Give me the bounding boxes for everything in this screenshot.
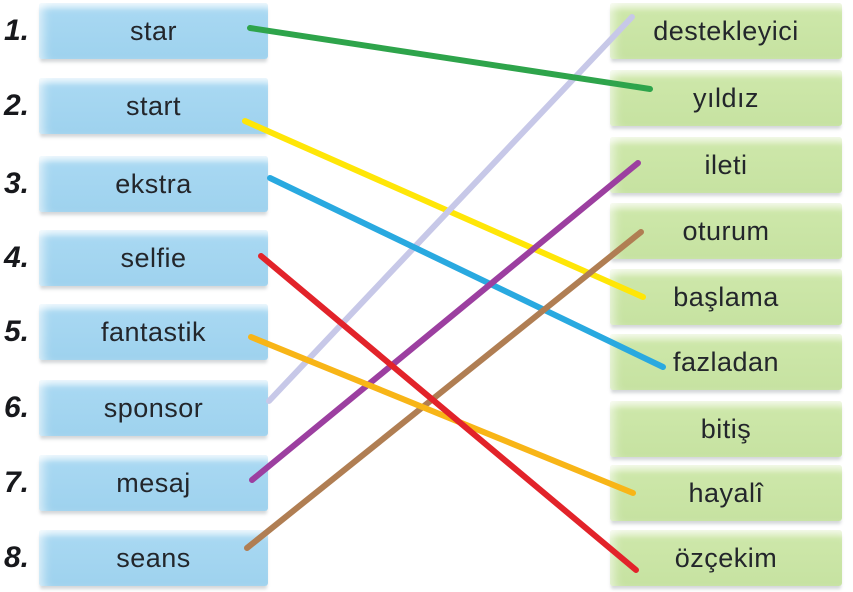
right-word-label: oturum: [682, 215, 770, 246]
right-row-2: yıldız: [610, 70, 842, 126]
left-box-ekstra[interactable]: ekstra: [39, 156, 268, 212]
right-box-ileti[interactable]: ileti: [610, 137, 842, 193]
right-row-3: ileti: [610, 137, 842, 193]
left-box-star[interactable]: star: [39, 3, 268, 59]
right-box-oturum[interactable]: oturum: [610, 203, 842, 259]
item-number-2: 2.: [4, 89, 30, 122]
right-row-5: başlama: [610, 269, 842, 325]
left-row-6: 6. sponsor: [0, 380, 268, 436]
left-word-label: sponsor: [103, 392, 204, 423]
right-row-6: fazladan: [610, 334, 842, 390]
left-word-label: fantastik: [100, 316, 207, 347]
left-row-7: 7. mesaj: [0, 455, 268, 511]
left-row-8: 8. seans: [0, 530, 268, 586]
item-number-6: 6.: [4, 391, 30, 424]
left-box-seans[interactable]: seans: [39, 530, 268, 586]
match-line-star-yildiz: [247, 25, 653, 92]
left-box-selfie[interactable]: selfie: [39, 230, 268, 286]
left-word-label: mesaj: [116, 467, 191, 498]
right-row-9: özçekim: [610, 530, 842, 586]
right-word-label: başlama: [673, 281, 779, 312]
right-word-label: destekleyici: [653, 15, 799, 46]
right-word-label: bitiş: [700, 413, 752, 444]
left-box-fantastik[interactable]: fantastik: [39, 304, 268, 360]
match-line-seans-oturum: [244, 229, 644, 551]
right-word-label: ileti: [704, 149, 748, 180]
right-box-destekleyici[interactable]: destekleyici: [610, 3, 842, 59]
match-line-ekstra-fazladan: [267, 175, 666, 370]
left-word-label: seans: [116, 542, 191, 573]
left-row-3: 3. ekstra: [0, 156, 268, 212]
left-row-2: 2. start: [0, 78, 268, 134]
left-row-1: 1. star: [0, 3, 268, 59]
right-row-8: hayalî: [610, 465, 842, 521]
left-row-5: 5. fantastik: [0, 304, 268, 360]
left-word-label: start: [125, 90, 181, 121]
left-box-start[interactable]: start: [39, 78, 268, 134]
right-box-yildiz[interactable]: yıldız: [610, 70, 842, 126]
match-line-start-baslama: [242, 118, 646, 300]
item-number-3: 3.: [4, 167, 30, 200]
right-box-fazladan[interactable]: fazladan: [610, 334, 842, 390]
left-word-label: selfie: [120, 242, 187, 273]
right-word-label: yıldız: [692, 82, 760, 113]
match-line-selfie-ozcekim: [258, 253, 639, 573]
right-row-4: oturum: [610, 203, 842, 259]
left-word-label: ekstra: [115, 168, 192, 199]
match-line-fantastik-hayali: [248, 334, 636, 496]
right-word-label: hayalî: [688, 477, 764, 508]
left-box-sponsor[interactable]: sponsor: [39, 380, 268, 436]
right-word-label: fazladan: [672, 346, 780, 377]
right-row-7: bitiş: [610, 401, 842, 457]
right-row-1: destekleyici: [610, 3, 842, 59]
right-box-baslama[interactable]: başlama: [610, 269, 842, 325]
right-box-ozcekim[interactable]: özçekim: [610, 530, 842, 586]
match-line-mesaj-ileti: [249, 160, 641, 483]
item-number-1: 1.: [4, 14, 30, 47]
right-box-bitis[interactable]: bitiş: [610, 401, 842, 457]
right-box-hayali[interactable]: hayalî: [610, 465, 842, 521]
item-number-5: 5.: [4, 315, 30, 348]
item-number-7: 7.: [4, 466, 30, 499]
item-number-8: 8.: [4, 541, 30, 574]
right-word-label: özçekim: [674, 542, 778, 573]
match-line-sponsor-destekleyici: [266, 14, 635, 404]
left-row-4: 4. selfie: [0, 230, 268, 286]
left-box-mesaj[interactable]: mesaj: [39, 455, 268, 511]
item-number-4: 4.: [4, 241, 30, 274]
left-word-label: star: [129, 15, 177, 46]
